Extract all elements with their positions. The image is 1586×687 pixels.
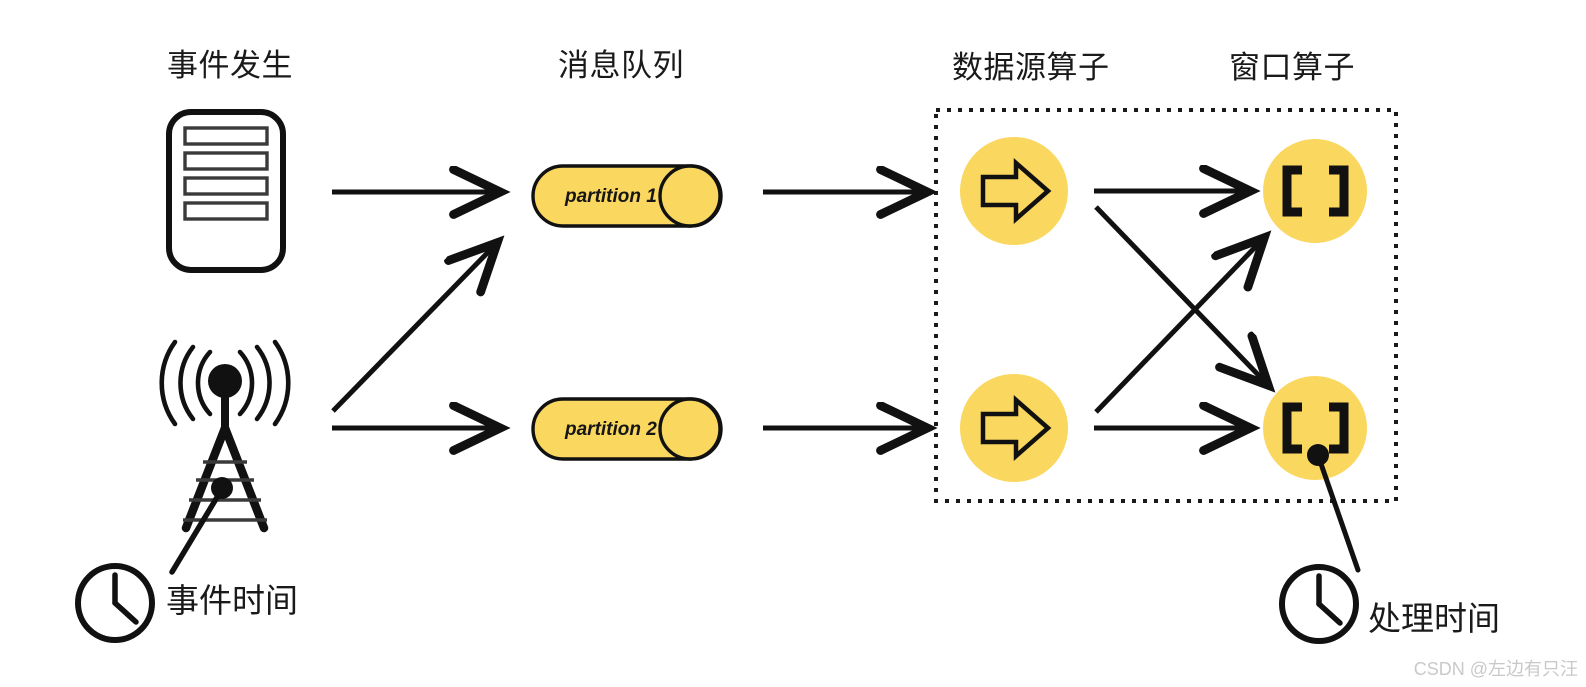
window-operator-1-shape <box>1263 139 1367 243</box>
partition-2-shape <box>531 397 723 461</box>
partition-2-label: partition 2 <box>565 419 657 440</box>
server-icon <box>166 109 286 273</box>
arrow-antenna-to-partition1 <box>331 243 497 413</box>
event-time-clock-icon <box>75 563 155 643</box>
block-arrow-right-icon <box>980 395 1052 461</box>
bracket-right-icon <box>1329 402 1349 454</box>
event-time-label: 事件时间 <box>166 582 298 619</box>
csdn-watermark: CSDN @左边有只汪 <box>1413 659 1578 679</box>
processing-time-clock-icon <box>1279 564 1359 644</box>
block-arrow-right-icon <box>980 158 1052 224</box>
heading-source-operator: 数据源算子 <box>952 50 1110 85</box>
source-operator-1-shape <box>960 137 1068 245</box>
antenna-tower-icon <box>159 339 291 575</box>
arrow-source2-to-window1 <box>1094 238 1264 414</box>
bracket-left-icon <box>1282 165 1302 217</box>
bracket-left-icon <box>1282 402 1302 454</box>
heading-message-queue: 消息队列 <box>558 48 684 83</box>
bracket-right-icon <box>1329 165 1349 217</box>
source-operator-2-shape <box>960 374 1068 482</box>
window-operator-2-shape <box>1263 376 1367 573</box>
partition-1-label: partition 1 <box>565 186 657 207</box>
heading-event-generation: 事件发生 <box>167 48 293 83</box>
operator-group-box <box>934 108 1398 503</box>
heading-window-operator: 窗口算子 <box>1229 50 1355 85</box>
arrow-source1-to-window2 <box>1094 205 1268 385</box>
processing-time-label: 处理时间 <box>1368 600 1500 637</box>
partition-1-shape <box>531 164 723 228</box>
